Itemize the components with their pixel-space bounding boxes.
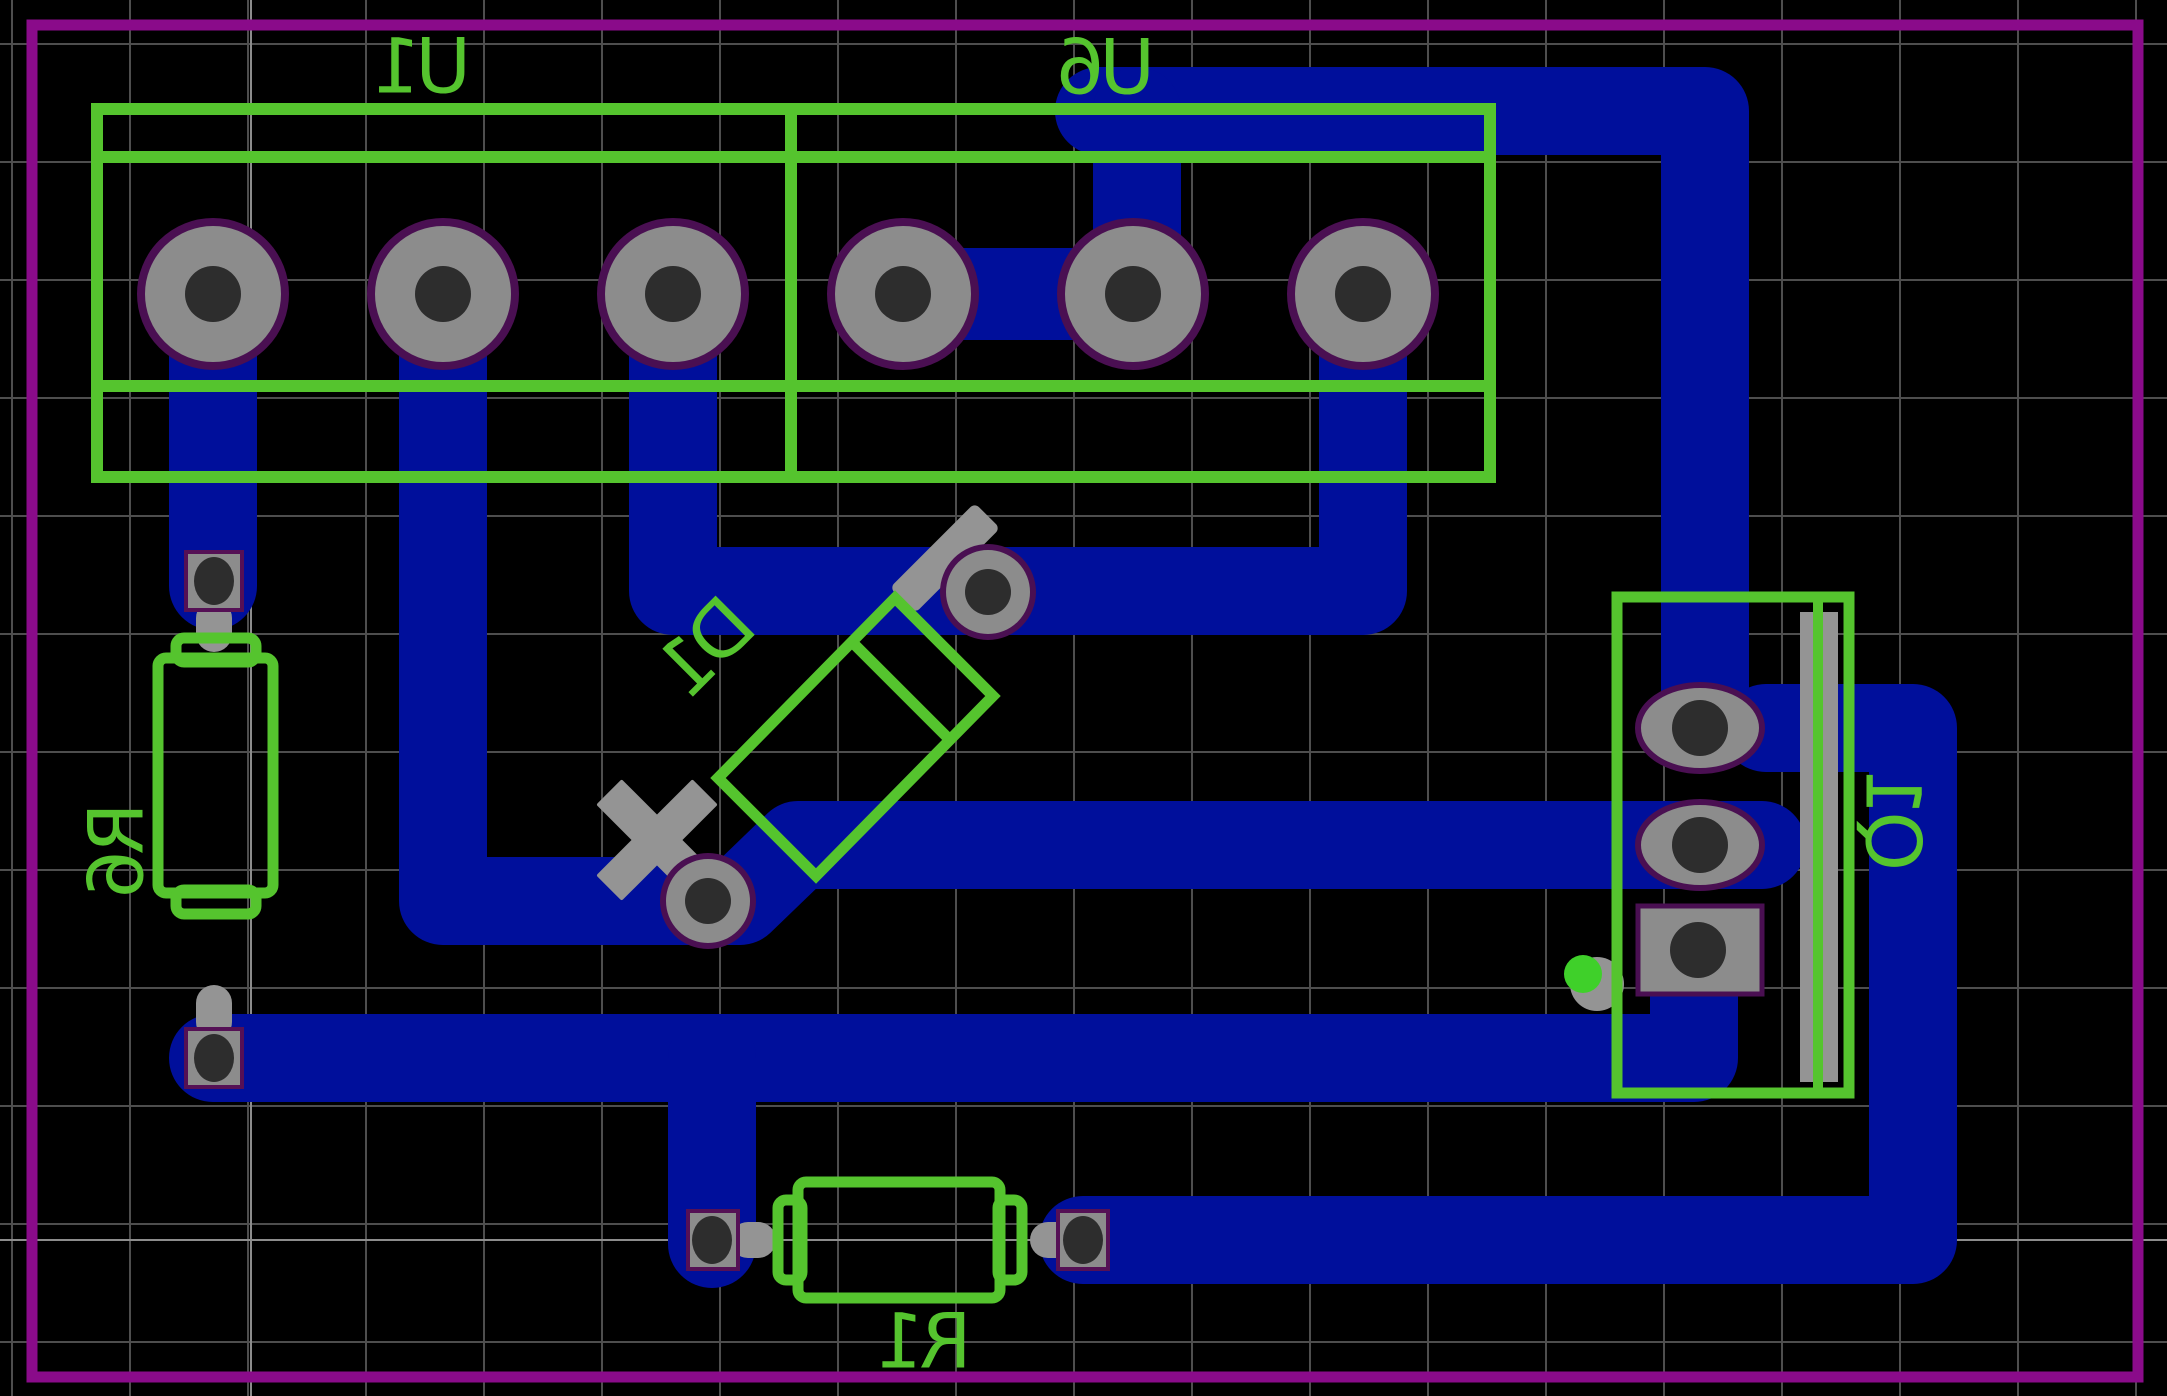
- label-u6[interactable]: U6: [1060, 23, 1155, 112]
- q1-padA-hole: [1672, 700, 1728, 756]
- r6-bottom-lead-stub: [196, 985, 232, 1040]
- u6-pad5-hole: [1105, 266, 1161, 322]
- r6-bottom-pad-hole: [194, 1034, 234, 1082]
- label-r1[interactable]: R1: [880, 1297, 971, 1386]
- label-r6[interactable]: R6: [72, 802, 161, 894]
- d1-cathode-hole: [965, 569, 1011, 615]
- r1-left-pad-hole: [692, 1216, 732, 1264]
- u1-pad1-hole: [185, 266, 241, 322]
- u6-pad6-hole: [1335, 266, 1391, 322]
- r1-left-lead-stub: [730, 1222, 776, 1258]
- r1-right-pad-hole: [1063, 1216, 1103, 1264]
- pads: [137, 218, 1765, 1271]
- r6-outline[interactable]: [152, 632, 279, 920]
- r6-top-pad-hole: [194, 557, 234, 605]
- d1-outline[interactable]: [710, 590, 1001, 884]
- q1-pin-marker-dot: [1564, 955, 1602, 993]
- trace-r1-right-to-q1padA[interactable]: [1039, 684, 1957, 1284]
- q1-padC-hole: [1670, 922, 1726, 978]
- connector-outline[interactable]: [91, 103, 1496, 483]
- d1-cathode-lead-stub: [892, 505, 998, 611]
- q1-padC[interactable]: [1635, 903, 1765, 997]
- d1-anode-cross-arm2: [597, 780, 717, 900]
- r1-outline[interactable]: [772, 1176, 1028, 1304]
- q1-outline[interactable]: [1611, 591, 1855, 1099]
- board-outline[interactable]: [26, 19, 2144, 1383]
- label-q1[interactable]: Q1: [1849, 773, 1938, 871]
- d1-anode-hole: [685, 878, 731, 924]
- silkscreen: U1 U6 R6 D1 Q1 R1: [72, 22, 1938, 1386]
- u1-pad3-hole: [645, 266, 701, 322]
- u1-pad2-hole: [415, 266, 471, 322]
- u6-pad4-hole: [875, 266, 931, 322]
- q1-padB-hole: [1672, 817, 1728, 873]
- label-u1[interactable]: U1: [377, 22, 471, 111]
